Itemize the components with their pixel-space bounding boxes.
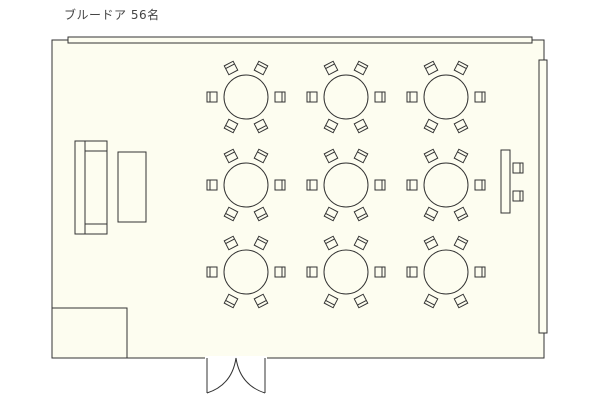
chair	[423, 118, 439, 134]
chair	[253, 293, 269, 309]
chair	[306, 179, 318, 191]
chair	[206, 91, 218, 103]
sofa	[74, 140, 108, 235]
chair	[306, 91, 318, 103]
round-table	[306, 235, 386, 309]
chair	[253, 60, 269, 76]
chair	[474, 91, 486, 103]
chair	[223, 60, 239, 76]
chair	[423, 293, 439, 309]
chair	[223, 293, 239, 309]
chair	[323, 60, 339, 76]
round-tables	[206, 60, 486, 309]
chair	[474, 179, 486, 191]
chair	[374, 179, 386, 191]
round-table	[206, 148, 286, 222]
chair	[253, 206, 269, 222]
chair	[274, 179, 286, 191]
chair	[353, 118, 369, 134]
chair	[374, 91, 386, 103]
round-table	[306, 60, 386, 134]
round-table	[206, 235, 286, 309]
round-table	[206, 60, 286, 134]
chair	[453, 293, 469, 309]
chair	[223, 148, 239, 164]
chair	[306, 266, 318, 278]
chair	[512, 162, 524, 174]
storage-area	[51, 307, 128, 359]
head-table-chairs	[512, 162, 524, 202]
chair	[512, 190, 524, 202]
round-table	[406, 235, 486, 309]
chair	[253, 148, 269, 164]
right-window-strip	[538, 59, 548, 334]
chair	[323, 148, 339, 164]
chair	[423, 235, 439, 251]
chair	[374, 266, 386, 278]
head-table	[500, 149, 511, 214]
coffee-table	[117, 151, 147, 223]
chair	[406, 179, 418, 191]
round-table	[406, 60, 486, 134]
chair	[223, 235, 239, 251]
chair	[423, 206, 439, 222]
chair	[323, 235, 339, 251]
chair	[406, 91, 418, 103]
chair	[323, 293, 339, 309]
chair	[206, 266, 218, 278]
chair	[353, 206, 369, 222]
round-table	[306, 148, 386, 222]
top-window-strip	[67, 36, 533, 44]
chair	[206, 179, 218, 191]
chair	[353, 148, 369, 164]
chair	[423, 148, 439, 164]
entrance-doors	[205, 356, 267, 394]
chair	[223, 118, 239, 134]
chair	[453, 60, 469, 76]
chair	[253, 235, 269, 251]
round-table	[406, 148, 486, 222]
chair	[353, 293, 369, 309]
chair	[323, 206, 339, 222]
chair	[406, 266, 418, 278]
chair	[274, 91, 286, 103]
chair	[453, 118, 469, 134]
chair	[453, 148, 469, 164]
chair	[253, 118, 269, 134]
room-title: ブルードア 56名	[64, 8, 160, 22]
chair	[274, 266, 286, 278]
chair	[453, 235, 469, 251]
chair	[474, 266, 486, 278]
chair	[353, 60, 369, 76]
chair	[423, 60, 439, 76]
chair	[453, 206, 469, 222]
chair	[353, 235, 369, 251]
chair	[323, 118, 339, 134]
chair	[223, 206, 239, 222]
